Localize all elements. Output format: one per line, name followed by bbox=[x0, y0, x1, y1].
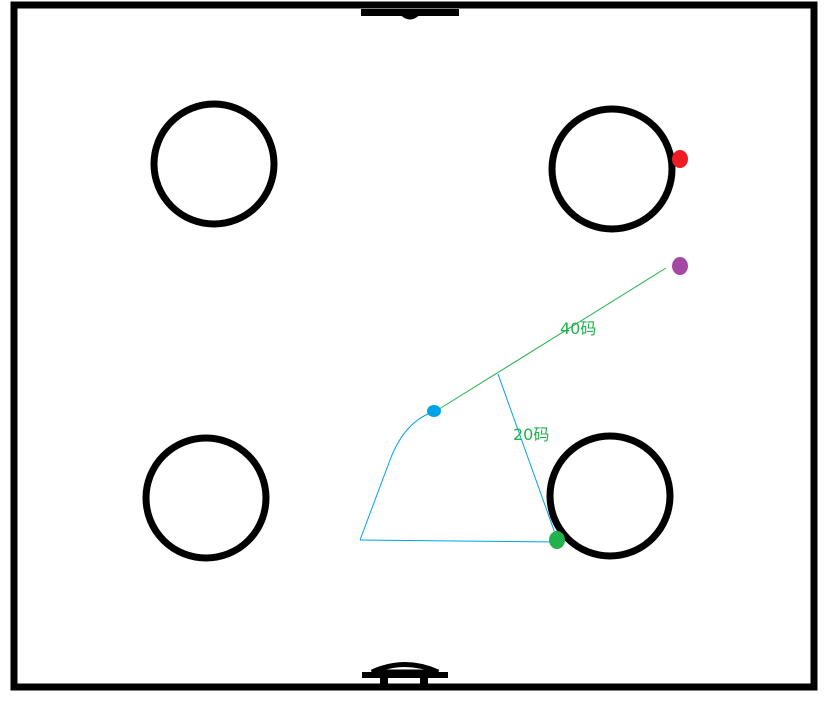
red-marker bbox=[672, 150, 688, 168]
blue-curve-path bbox=[359, 410, 437, 541]
bottom-goal-arrow-icon bbox=[362, 662, 448, 686]
ring-top-left bbox=[150, 100, 278, 228]
label-20-yards: 20码 bbox=[513, 425, 549, 444]
ring-bottom-right bbox=[546, 432, 674, 560]
top-goal-arrow-icon bbox=[361, 9, 459, 20]
blue-marker bbox=[427, 405, 441, 417]
purple-marker bbox=[672, 257, 688, 275]
blue-path-20 bbox=[497, 373, 557, 537]
ring-bottom-left bbox=[142, 434, 270, 562]
green-marker bbox=[549, 531, 565, 549]
green-path-40 bbox=[435, 267, 667, 412]
blue-base-path bbox=[359, 539, 557, 543]
label-40-yards: 40码 bbox=[560, 319, 596, 338]
field-border bbox=[10, 1, 818, 691]
ring-top-right bbox=[548, 105, 676, 233]
